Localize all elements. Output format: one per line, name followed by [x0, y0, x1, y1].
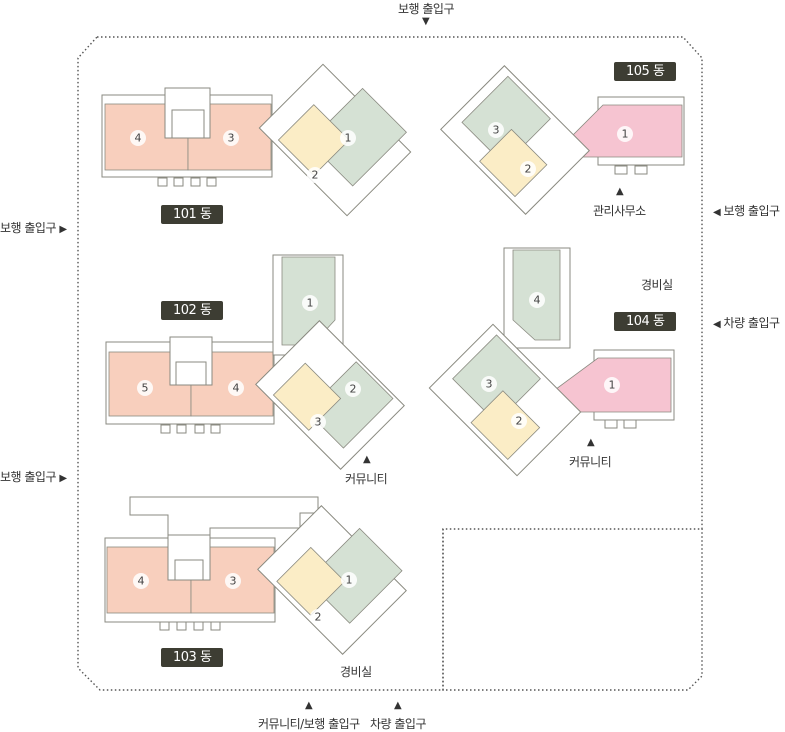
- building-105[interactable]: 3 2 1: [440, 65, 685, 215]
- building-102[interactable]: 5 4 1 2 3: [105, 254, 405, 470]
- arrow-up-icon: ▲: [305, 700, 313, 711]
- guard-house-label-103: 경비실: [340, 665, 372, 679]
- svg-text:2: 2: [525, 163, 532, 176]
- svg-text:1: 1: [622, 128, 629, 141]
- svg-text:4: 4: [135, 132, 142, 145]
- arrow-up-icon: ▲: [394, 700, 402, 711]
- building-tag-105[interactable]: 105 동: [614, 62, 677, 81]
- entrance-left-lower: 보행 출입구 ▶: [0, 468, 67, 485]
- community-label-102: 커뮤니티: [345, 472, 388, 486]
- arrow-down-icon: ▼: [422, 16, 430, 27]
- svg-text:2: 2: [350, 383, 357, 396]
- entrance-right-lower-label: 차량 출입구: [723, 316, 781, 330]
- svg-text:4: 4: [233, 382, 240, 395]
- arrow-right-icon: ▶: [59, 224, 67, 235]
- svg-text:3: 3: [230, 575, 237, 588]
- entrance-left-upper: 보행 출입구 ▶: [0, 219, 67, 236]
- entrance-right-upper: ◀ 보행 출입구: [713, 202, 780, 219]
- svg-text:3: 3: [228, 132, 235, 145]
- community-label-104: 커뮤니티: [569, 455, 612, 469]
- svg-text:5: 5: [142, 382, 149, 395]
- site-boundary-inner-right: [442, 529, 703, 691]
- svg-text:2: 2: [315, 611, 322, 624]
- svg-text:4: 4: [534, 294, 541, 307]
- svg-text:2: 2: [516, 415, 523, 428]
- arrow-up-icon: ▲: [363, 454, 371, 465]
- svg-text:1: 1: [307, 297, 314, 310]
- building-104[interactable]: 4 3 2 1: [428, 247, 675, 477]
- building-tag-104[interactable]: 104 동: [614, 312, 677, 331]
- svg-text:1: 1: [345, 132, 352, 145]
- arrow-up-icon: ▲: [587, 437, 595, 448]
- entrance-bottom-community-label: 커뮤니티/보행 출입구: [258, 717, 360, 731]
- svg-text:3: 3: [493, 124, 500, 137]
- svg-text:3: 3: [486, 378, 493, 391]
- entrance-left-upper-label: 보행 출입구: [0, 221, 57, 235]
- arrow-up-icon: ▲: [616, 186, 624, 197]
- arrow-left-icon: ◀: [713, 207, 721, 218]
- arrow-right-icon: ▶: [59, 473, 67, 484]
- entrance-right-upper-label: 보행 출입구: [723, 204, 781, 218]
- building-tag-103[interactable]: 103 동: [161, 648, 224, 667]
- building-103[interactable]: 4 3 1 2: [104, 496, 414, 655]
- arrow-left-icon: ◀: [713, 319, 721, 330]
- svg-text:1: 1: [609, 379, 616, 392]
- svg-text:1: 1: [346, 574, 353, 587]
- building-tag-102[interactable]: 102 동: [161, 301, 224, 320]
- svg-text:3: 3: [315, 416, 322, 429]
- entrance-right-lower: ◀ 차량 출입구: [713, 314, 780, 331]
- guard-house-label-104: 경비실: [641, 278, 673, 292]
- entrance-bottom-vehicle-label: 차량 출입구: [370, 717, 427, 731]
- entrance-top-label: 보행 출입구: [398, 2, 455, 16]
- management-office-label: 관리사무소: [593, 204, 646, 218]
- entrance-left-lower-label: 보행 출입구: [0, 470, 57, 484]
- building-tag-101[interactable]: 101 동: [161, 205, 224, 224]
- svg-text:4: 4: [138, 575, 145, 588]
- svg-text:2: 2: [312, 169, 319, 182]
- building-101[interactable]: 4 3 1 2: [101, 57, 418, 217]
